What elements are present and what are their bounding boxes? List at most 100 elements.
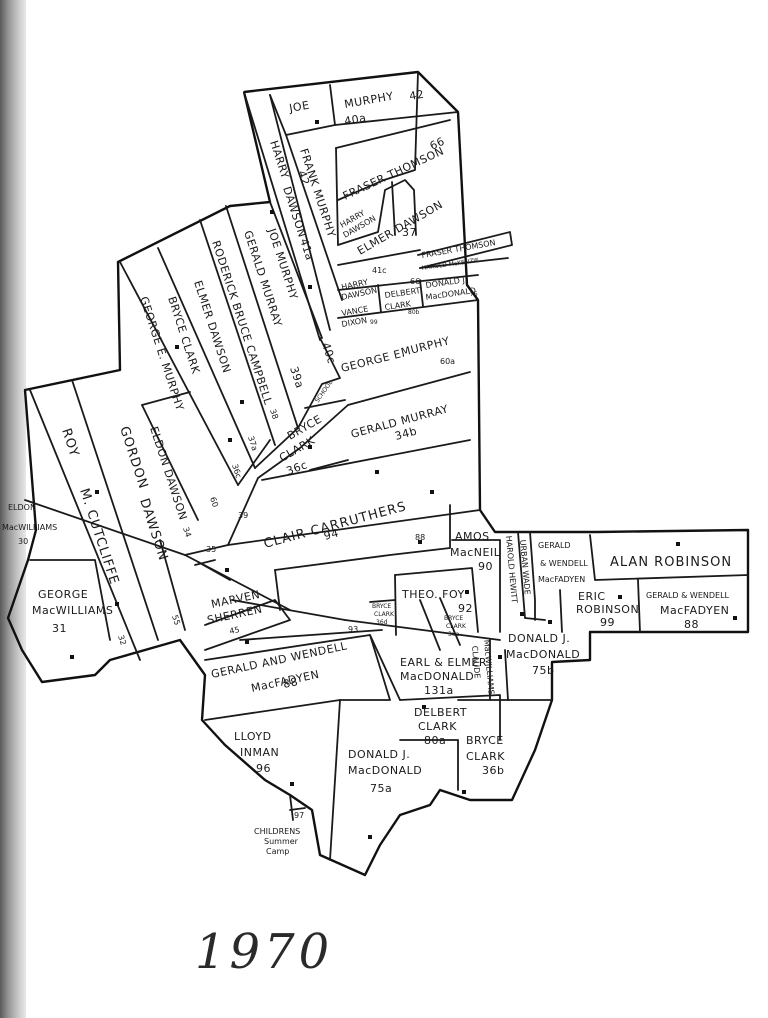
label-lot-42: 42 (408, 88, 425, 103)
label-harry-top: HARRY (267, 139, 292, 181)
label-lot-66b: 66 (410, 277, 420, 286)
label-lot-38: 38 (268, 408, 280, 420)
label-lot-55: 55 (170, 614, 182, 626)
plot-markers (70, 120, 737, 839)
label-lot-80b: 80b (408, 309, 420, 316)
label-lot-36a: 36a (448, 631, 460, 638)
label-eric: ERIC (578, 590, 606, 603)
label-lot-36b: 36b (482, 764, 504, 777)
label-george: GEORGE (38, 588, 88, 601)
label-fraser-thomson-strip: FRASER THOMSON (421, 238, 496, 260)
label-lot-97: 97 (294, 811, 304, 820)
label-delbert-mid: DELBERT (384, 286, 421, 300)
label-donald-j-right: DONALD J. (508, 632, 570, 645)
label-lot-39a: 39a (287, 365, 306, 390)
label-lot-60: 60 (208, 496, 220, 508)
diagonal-strip-plots (119, 201, 471, 546)
label-earl-elmer-macdonald: MacDONALD (400, 670, 474, 683)
label-harold-mckenzie: HAROLD McKENZIE (421, 257, 479, 272)
label-lot-34: 34 (181, 526, 193, 538)
label-macdonald-low: MacDONALD (348, 764, 422, 777)
label-gerald-top: GERALD (538, 541, 571, 550)
label-wendell-top: & WENDELL (540, 559, 588, 568)
label-lot-88c: 88 (282, 675, 299, 691)
label-lot-36c: 36c (230, 463, 243, 480)
label-earl-elmer: EARL & ELMER (400, 656, 487, 669)
label-lot-60a: 60a (440, 357, 455, 366)
label-lot-30: 30 (18, 537, 28, 546)
map-year-caption: 1970 (195, 924, 333, 980)
book-binding-edge (0, 0, 26, 1018)
label-lot-35: 35 (206, 545, 216, 554)
label-lot-94: 94 (322, 526, 340, 542)
label-lot-80a: 80a (424, 734, 446, 747)
label-macwilliams-george: MacWILLIAMS (32, 604, 113, 617)
label-lot-99b: 99 (600, 616, 615, 629)
label-clark-small2: CLARK (446, 623, 467, 630)
label-lot-131a: 131a (424, 684, 454, 697)
label-summer: Summer (264, 837, 299, 846)
label-lot-99: 99 (370, 319, 378, 326)
label-lot-92: 92 (458, 602, 473, 615)
label-gordon: GORDON (116, 425, 150, 492)
label-lot-45: 45 (229, 625, 241, 636)
label-gerald-wendell-right: GERALD & WENDELL (646, 591, 730, 600)
label-childrens: CHILDRENS (254, 827, 300, 836)
label-macfadyen-top: MacFADYEN (538, 575, 585, 584)
label-donald-j-low: DONALD J. (348, 748, 410, 761)
label-gerald-and-wendell: GERALD AND WENDELL (210, 639, 349, 681)
label-macwilliams-eldon: MacWILLIAMS (2, 523, 57, 532)
label-lot-88b: 88 (684, 618, 699, 631)
label-robinson-eric: ROBINSON (576, 603, 639, 616)
label-lot-36d: 36d (376, 619, 388, 626)
label-bryce-small2: BRYCE (444, 615, 463, 622)
label-lot-37a: 37a (246, 435, 259, 452)
label-lot-75b: 75b (532, 664, 554, 677)
label-murphy-block: MURPHY (400, 334, 451, 359)
label-dixon: DIXON (341, 316, 368, 329)
label-claude: CLAUDE (470, 645, 482, 678)
label-lot-32: 32 (116, 634, 128, 646)
label-harold-hewitt: HAROLD HEWITT (504, 535, 519, 603)
label-lot-40a: 40a (343, 111, 367, 128)
label-lot-34b: 34b (393, 425, 418, 443)
label-lot-40c: 40c (319, 341, 338, 366)
central-plots (204, 504, 749, 861)
label-lot-88a: 88 (415, 533, 425, 542)
label-dawson-gordon: DAWSON (136, 497, 170, 563)
label-clair-carruthers: CLAIR CARRUTHERS (262, 499, 408, 552)
label-inman: INMAN (240, 746, 279, 759)
label-lloyd: LLOYD (234, 730, 272, 743)
label-clark-low2: CLARK (466, 750, 505, 763)
label-dawson-top: DAWSON (280, 185, 309, 239)
labels-center: CLAIR CARRUTHERS 94 88 AMOS MacNEIL 90 H… (206, 499, 731, 856)
label-lot-96: 96 (256, 762, 271, 775)
label-clark-small: CLARK (374, 611, 395, 618)
label-macdonald-right: MacDONALD (506, 648, 580, 661)
label-eldon: ELDON (8, 503, 36, 512)
label-amos: AMOS (455, 530, 490, 543)
label-lot-39: 39 (238, 511, 248, 520)
label-camp: Camp (266, 847, 289, 856)
label-murphy: MURPHY (343, 90, 394, 111)
label-theo-foy: THEO. FOY (401, 588, 465, 601)
label-macfadyen-right: MacFADYEN (660, 604, 729, 617)
left-side-plots (24, 379, 291, 661)
label-roy: ROY (58, 427, 81, 460)
label-bryce-small: BRYCE (372, 603, 391, 610)
label-joe: JOE (287, 99, 310, 116)
map-boundary (6, 70, 750, 877)
label-m-cutcliffe: M. CUTCLIFFE (76, 487, 121, 587)
label-lot-90: 90 (478, 560, 493, 573)
label-lot-66: 66 (428, 135, 447, 153)
label-george-e: GEORGE E. (340, 346, 407, 375)
label-lot-75: 75 (470, 291, 478, 298)
label-delbert-low: DELBERT (414, 706, 467, 719)
label-lot-41a: 41a (297, 237, 316, 262)
label-lot-37: 37 (402, 226, 417, 239)
label-clark-mid: CLARK (384, 299, 412, 312)
label-lot-75a: 75a (370, 782, 392, 795)
label-lot-31: 31 (52, 622, 67, 635)
label-frank-murphy-lot: 42 (295, 169, 312, 187)
